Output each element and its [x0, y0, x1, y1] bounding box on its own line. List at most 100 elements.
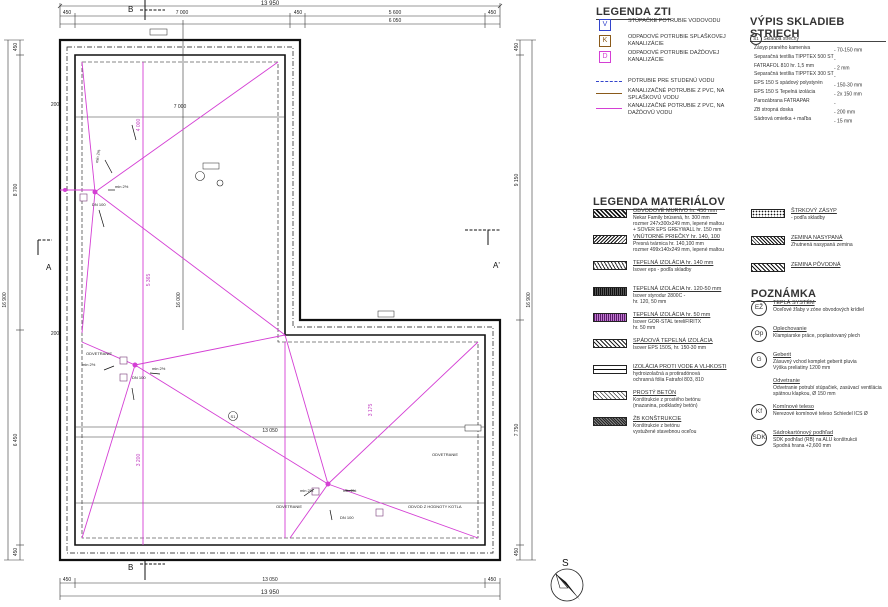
dim-200-b: 200 — [51, 331, 60, 337]
slope-3200: 3 200 — [136, 454, 142, 467]
roof-layer-thickness: - 200 mm — [834, 109, 856, 116]
material-swatch-soil2 — [751, 263, 785, 272]
material-description: Presná tvárnica hr. 140,100 mm rozmer 49… — [633, 241, 724, 253]
material-swatch-hatch — [593, 391, 627, 400]
material-swatch-soil — [751, 236, 785, 245]
note-description: SDK podhľad (RB) na ALU konštrukcii Spod… — [773, 437, 858, 449]
material-title: ŽB KONŠTRUKCIE — [633, 416, 682, 422]
dim-7000-top: 7 000 — [176, 10, 189, 16]
notes-title: POZNÁMKA — [751, 288, 817, 302]
material-title: VNÚTORNÉ PRIEČKY hr. 140, 100 — [633, 234, 720, 240]
north-label: S — [562, 558, 569, 569]
top-pipe-badge — [149, 28, 482, 432]
note-description: Klampiarske práce, poplastovaný plech — [773, 333, 860, 339]
dim-13050-inner: 13 050 — [262, 428, 278, 434]
dim-450-mid: 450 — [294, 10, 303, 16]
zti-row-water-text: STÚPAČKE POTRUBIE VODOVODU — [628, 18, 721, 24]
dim-450-right: 450 — [488, 10, 497, 16]
note-title: Geberit — [773, 352, 792, 358]
roof-layer-name: ŽB stropná doska — [754, 106, 794, 113]
slope-pct-5: min 2% — [343, 488, 357, 493]
material-swatch-zig — [593, 261, 627, 270]
note-badge: EŽ — [751, 300, 767, 316]
material-description: Nekar Family brúsená, hr. 300 mm rozmer … — [633, 215, 724, 233]
dim-16900-right: 16 900 — [526, 292, 532, 308]
roof-slope-lines — [60, 61, 479, 545]
roof-layer-name: Sádrová omietka + maľba — [754, 115, 812, 122]
roof-layer-thickness: - 70-150 mm — [834, 47, 863, 54]
sewer-line-sample — [596, 93, 622, 94]
dim-16000-inner: 16 000 — [176, 292, 182, 308]
section-markers — [37, 0, 500, 580]
note-description: Zásuvný vchod komplet geberit pluvia Výš… — [773, 359, 857, 371]
material-description: Isover eps - podľa skladby — [633, 267, 692, 273]
dim-6450-left: 6 450 — [13, 434, 19, 447]
material-title: SPÁDOVÁ TEPELNÁ IZOLÁCIA — [633, 338, 713, 344]
note-badge: SDK — [751, 430, 767, 446]
zti-line-rain: KANALIZAČNÉ POTRUBIE Z PVC, NA DAŽĎOVÚ V… — [628, 103, 724, 116]
note-description: Odvetranie potrubí stúpačiek, zasúvací v… — [773, 385, 882, 397]
roof-layer-name: Separačná textília TIPPTEX 500 ST — [754, 53, 834, 60]
material-title: TEPELNÁ IZOLÁCIA hr. 50 mm — [633, 312, 711, 318]
note-badge: Op — [751, 326, 767, 342]
roof-layer-row: Separačná textília TIPPTEX 500 ST- — [754, 54, 862, 63]
roof-layer-thickness: - 150-30 mm — [834, 82, 863, 89]
note-description: Oceľové žľaby v zóne obvodových krídiel — [773, 307, 865, 313]
roof-layer-row: Sádrová omietka + maľba- 15 mm — [754, 116, 862, 125]
material-swatch-brick — [593, 209, 627, 218]
material-description: Isover styrodur 2800C - hr. 120, 50 mm — [633, 293, 686, 305]
roof-layer-thickness: - — [834, 56, 836, 63]
material-swatch-cross — [593, 339, 627, 348]
note-badge: G — [751, 352, 767, 368]
dn-label-1: DN 100 — [92, 202, 106, 207]
legend-zti-title: LEGENDA ZTI — [596, 6, 672, 20]
material-title: PROSTÝ BETÓN — [633, 390, 677, 396]
roof-layers-head-text: Skladba strechy — [763, 36, 799, 42]
material-description: hydroizolačná a protiradónová ochranná f… — [633, 371, 704, 383]
right-dimensions — [516, 39, 536, 561]
vent-label-2: ODVETRANIE — [432, 452, 458, 457]
sewer-riser-icon: K — [599, 35, 611, 47]
material-title: OBVODOVÉ MURIVO hr. 450 mm — [633, 208, 718, 214]
inner-structure — [75, 20, 485, 504]
rain-riser-icon: D — [599, 51, 611, 63]
note-title: TEPLÁ SYSTÉM — [773, 300, 815, 306]
material-description: Konštrukcie z betónu vystužené stavebnou… — [633, 423, 697, 435]
roof-layer-row: EPS 150 S spádový polystyrén - 150-30 mm — [754, 80, 862, 89]
note-title: Odvetranie — [773, 378, 800, 384]
zti-line-cold: POTRUBIE PRE STUDENÚ VODU — [628, 78, 715, 84]
s1-badge: S1 — [228, 411, 238, 421]
dim-450-bottom-right: 450 — [488, 577, 497, 583]
dim-6050-top: 6 050 — [389, 18, 402, 24]
material-description: Isover GOR-STAL tereliFIRITX hr. 50 mm — [633, 319, 702, 331]
slope-arrows — [98, 124, 356, 521]
roof-layer-name: EPS 150 S spádový polystyrén — [754, 80, 823, 87]
roof-layer-row: FATRAFOL 810 hr. 1,5 mm- 2 mm — [754, 63, 862, 72]
zti-row-sewer: K ODPADOVÉ POTRUBIE SPLAŠKOVEJ KANALIZÁC… — [596, 34, 746, 52]
zti-row-water: V STÚPAČKE POTRUBIE VODOVODU — [596, 18, 746, 36]
slope-4000: 4 000 — [136, 119, 142, 132]
material-description: Isover EPS 150S, hr. 150-30 mm — [633, 345, 707, 351]
roof-layer-row: EPS 150 S Tepelná izolácia- 2x 150 mm — [754, 89, 862, 98]
vent-label-1: ODVETRANIE — [86, 351, 112, 356]
chimney-badge — [195, 162, 224, 187]
dim-overall-top: 13 950 — [261, 1, 280, 7]
material-row: ŠTRKOVÝ ZÁSYP- podľa skladby — [751, 208, 888, 234]
boiler-outlet-label: ODVOD Z HODNOTY KOTLA — [408, 504, 462, 509]
section-a-label: A — [46, 263, 52, 272]
section-a2-label: A' — [493, 261, 500, 270]
rain-line-sample — [596, 108, 622, 109]
dim-450-left: 450 — [63, 10, 72, 16]
dim-7750-right: 7 750 — [514, 424, 520, 437]
